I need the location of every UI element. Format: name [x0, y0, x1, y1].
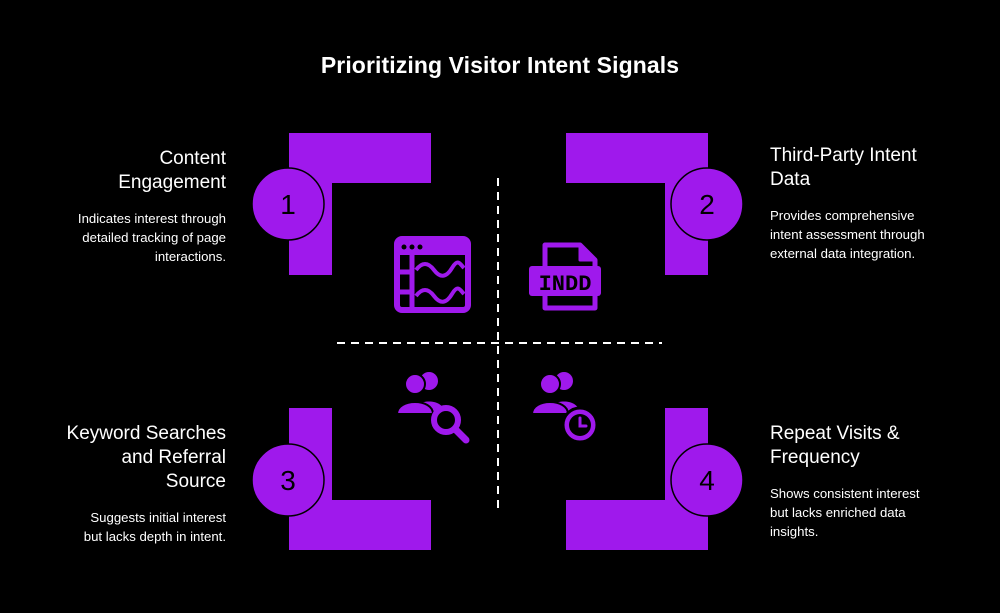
quadrant-4-number: 4 [699, 465, 715, 496]
quadrant-1-bracket: 1 [251, 133, 431, 275]
quadrant-1-description: Indicates interest through detailed trac… [0, 209, 226, 266]
quadrant-1-number-circle [251, 167, 325, 241]
quadrant-2-number-circle [670, 167, 744, 241]
quadrant-3-title-line: Keyword Searches [66, 423, 226, 444]
quadrant-3-desc-line: but lacks depth in intent. [83, 529, 226, 544]
quadrant-4-title-line: Frequency [770, 447, 860, 468]
quadrant-2-desc-line: external data integration. [770, 246, 916, 261]
quadrant-4-title-line: Repeat Visits & [770, 423, 900, 444]
indd-file-icon: INDD [529, 242, 601, 311]
quadrant-1-desc-line: detailed tracking of page [82, 230, 226, 245]
quadrant-2-text: Third-Party Intent Data Provides compreh… [770, 144, 990, 263]
quadrant-3-title: Keyword Searches and Referral Source [0, 422, 226, 494]
quadrant-1-title-line: Engagement [118, 172, 226, 193]
quadrant-3-bracket: 3 [251, 408, 431, 550]
quadrant-3-text: Keyword Searches and Referral Source Sug… [0, 422, 226, 546]
quadrant-1-desc-line: Indicates interest through [77, 211, 226, 226]
quadrant-4-desc-line: but lacks enriched data [770, 505, 906, 520]
users-clock-icon [530, 372, 599, 444]
quadrant-3-number: 3 [280, 465, 296, 496]
quadrant-1-number: 1 [280, 189, 296, 220]
quadrant-2-desc-line: Provides comprehensive [770, 208, 915, 223]
quadrant-2-desc-line: intent assessment through [770, 227, 925, 242]
quadrant-1-title: Content Engagement [0, 147, 226, 195]
quadrant-2-title-line: Data [770, 169, 811, 190]
quadrant-4-desc-line: insights. [770, 524, 819, 539]
quadrant-4-desc-line: Shows consistent interest [770, 486, 920, 501]
quadrant-4-description: Shows consistent interest but lacks enri… [770, 484, 990, 541]
quadrant-2-bracket: 2 [566, 133, 744, 275]
quadrant-1-text: Content Engagement Indicates interest th… [0, 147, 226, 266]
quadrant-2-description: Provides comprehensive intent assessment… [770, 206, 990, 263]
quadrant-4-title: Repeat Visits & Frequency [770, 422, 990, 470]
quadrant-4-number-circle [670, 443, 744, 517]
quadrant-2-title: Third-Party Intent Data [770, 144, 990, 192]
quadrant-1-title-line: Content [159, 148, 226, 169]
quadrant-3-title-line: Source [165, 471, 226, 492]
quadrant-1-desc-line: interactions. [154, 249, 226, 264]
quadrant-4-text: Repeat Visits & Frequency Shows consiste… [770, 422, 990, 541]
quadrant-4-bracket: 4 [566, 408, 744, 550]
svg-text:INDD: INDD [539, 272, 592, 297]
users-search-icon [395, 372, 470, 444]
quadrant-3-desc-line: Suggests initial interest [90, 510, 226, 525]
quadrant-2-number: 2 [699, 189, 715, 220]
page-title: Prioritizing Visitor Intent Signals [320, 52, 680, 78]
quadrant-3-description: Suggests initial interest but lacks dept… [0, 508, 226, 546]
quadrant-3-title-line: and Referral [121, 447, 226, 468]
quadrant-2-title-line: Third-Party Intent [770, 145, 917, 166]
browser-chart-icon [394, 236, 471, 313]
quadrant-3-number-circle [251, 443, 325, 517]
